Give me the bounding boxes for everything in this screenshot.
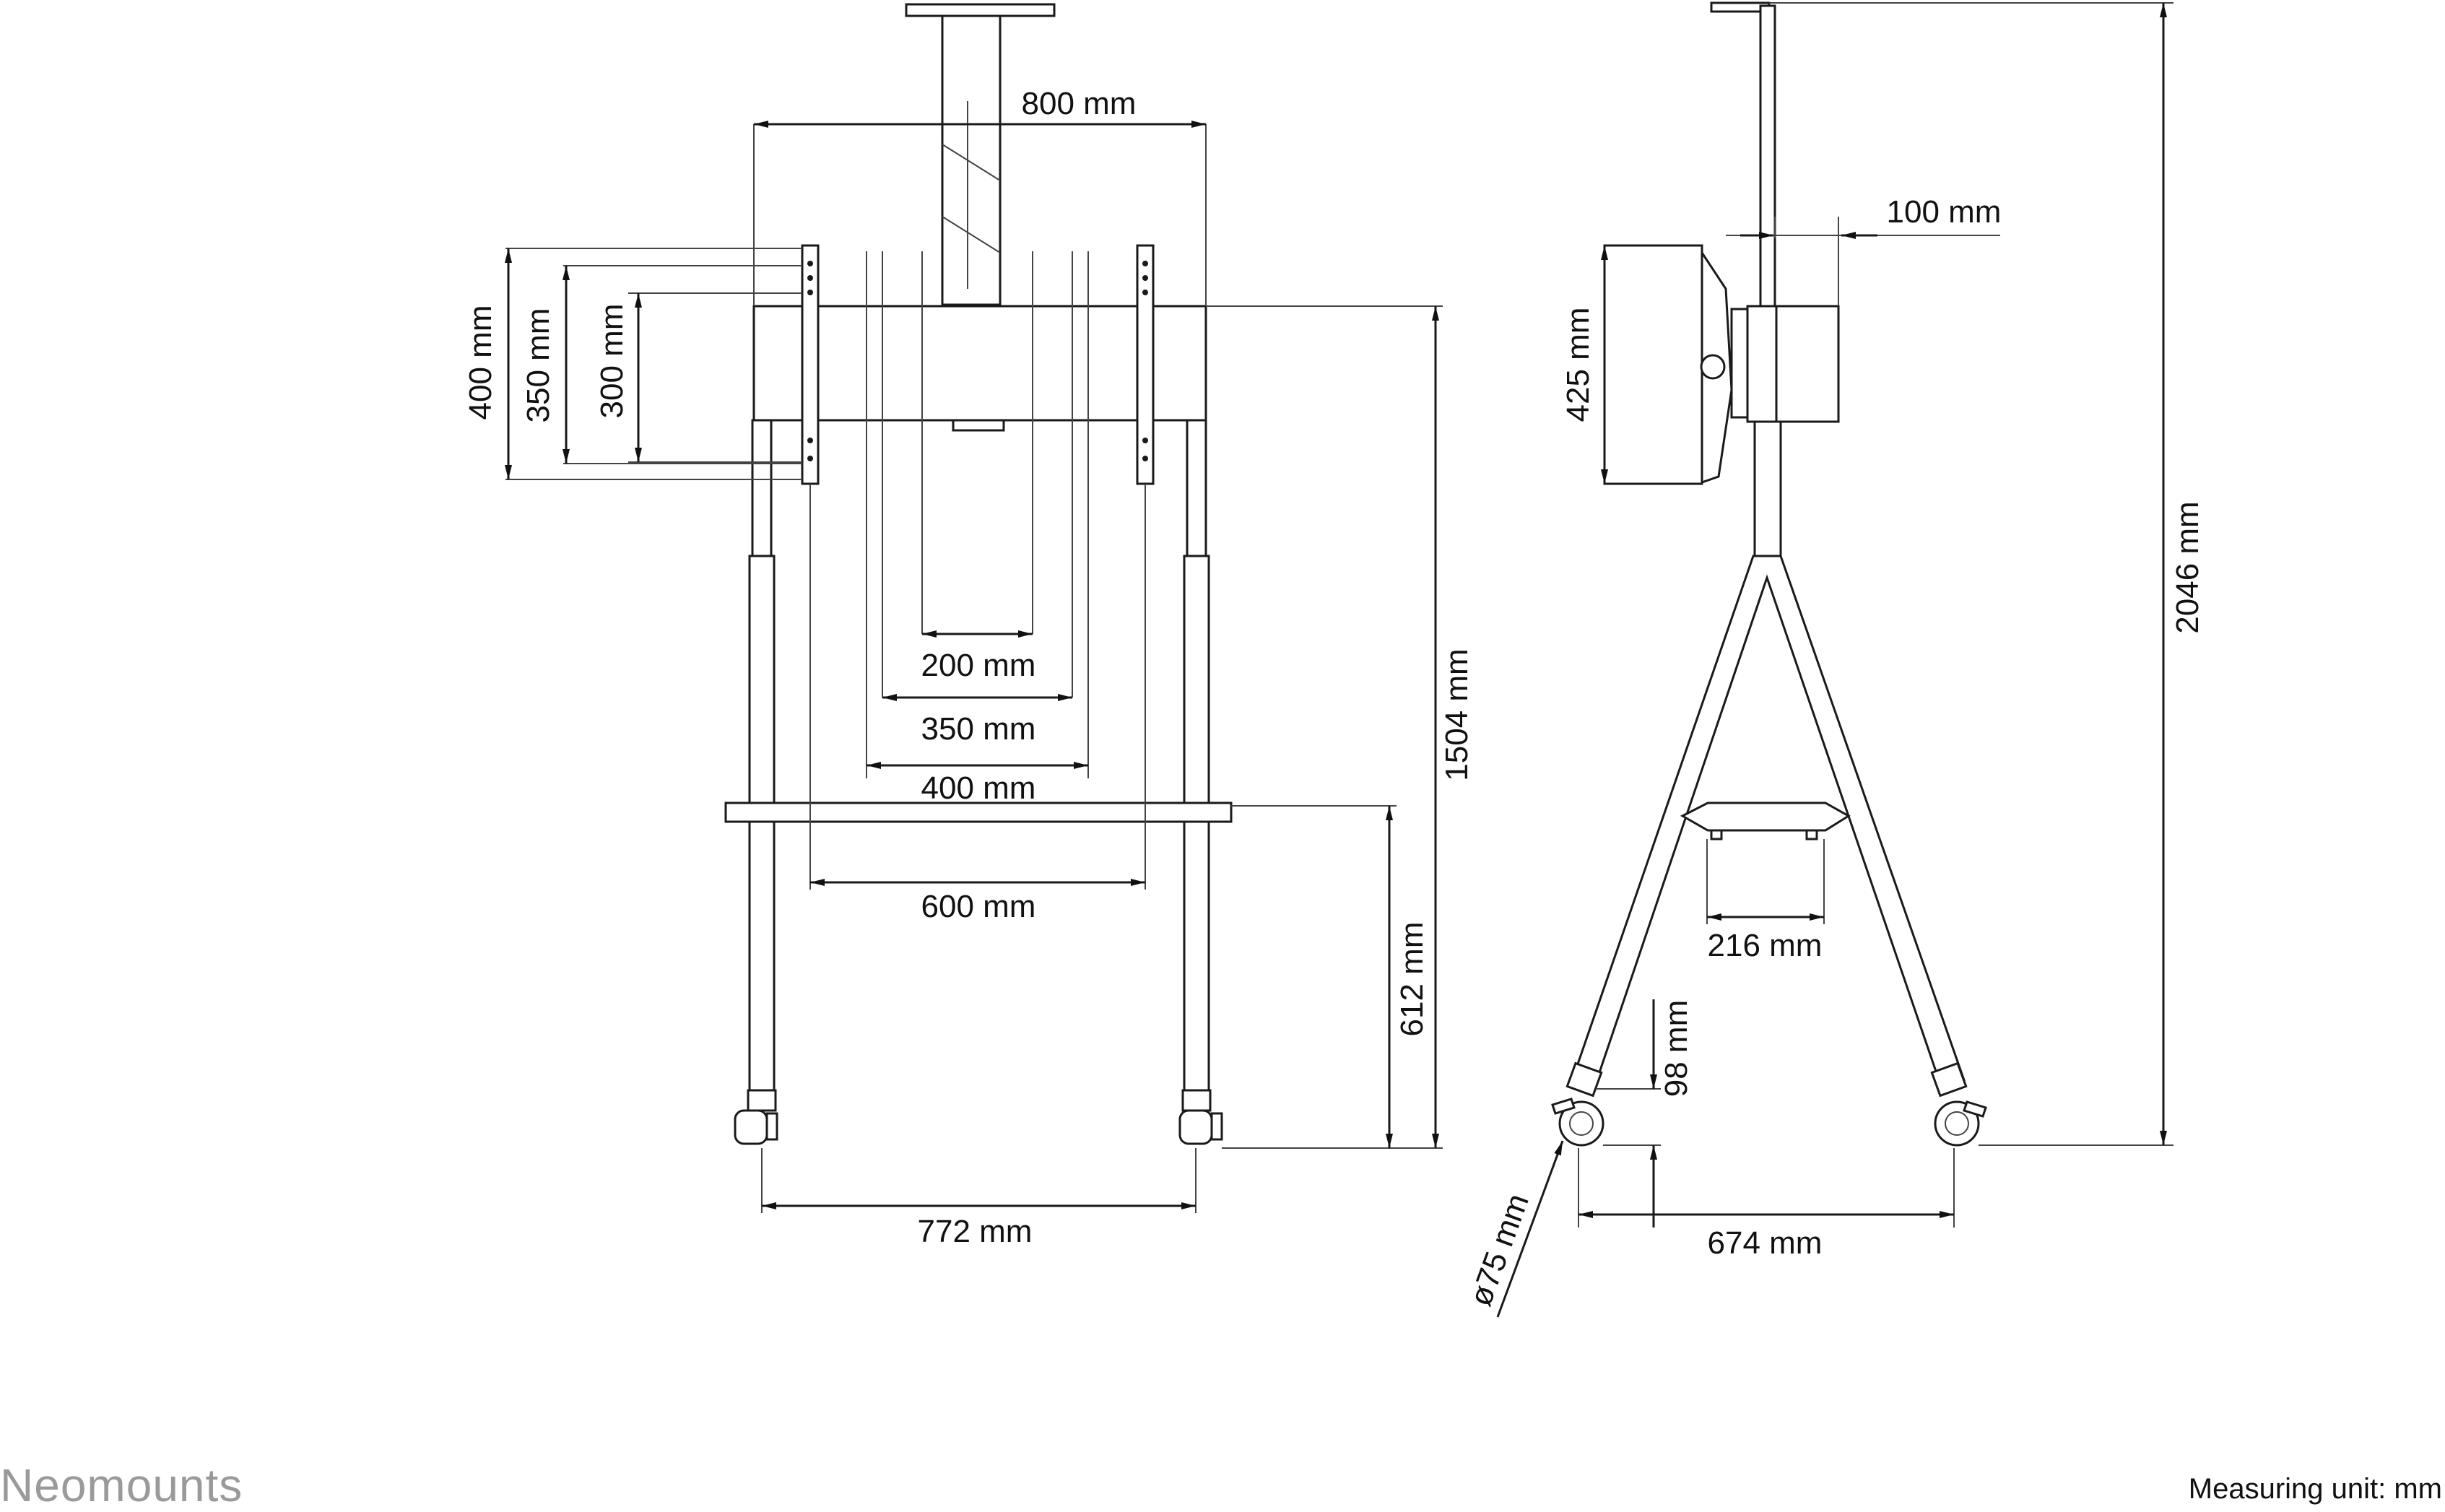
dim-vesa-w-350: 350 mm	[921, 711, 1036, 747]
dim-vesa-w-400: 400 mm	[921, 770, 1036, 806]
dim-base-772: 772 mm	[918, 1214, 1033, 1249]
dim-total-height-2046: 2046 mm	[2170, 501, 2205, 633]
side-shelf	[1680, 801, 1851, 832]
monitor-plate	[1603, 244, 1703, 485]
dim-depth-100: 100 mm	[1887, 194, 2002, 230]
measuring-unit-note: Measuring unit: mm	[2188, 1473, 2442, 1505]
dim-vesa-h-350: 350 mm	[521, 308, 556, 423]
leg-right	[1183, 555, 1210, 1092]
dim-vesa-h-400: 400 mm	[463, 305, 498, 420]
vesa-rail-left	[801, 244, 820, 485]
dim-width-800: 800 mm	[1022, 86, 1137, 121]
leg-left	[748, 555, 776, 1092]
side-wheel-right	[1934, 1100, 1987, 1147]
dim-plate-425: 425 mm	[1560, 308, 1596, 422]
leg-upper-left	[751, 419, 773, 557]
dim-shelf-216: 216 mm	[1708, 928, 1823, 963]
screen-housing	[752, 305, 1207, 422]
dim-wheel-diameter-75: ø75 mm	[1463, 1189, 1536, 1311]
side-view: 100 mm 425 mm 2046 mm 216 mm 98 mm ø75 m…	[1463, 1, 2205, 1318]
leg-upper-right	[1186, 419, 1207, 557]
dim-height-1504: 1504 mm	[1439, 648, 1475, 781]
side-housing	[1775, 305, 1840, 423]
dim-vesa-w-600: 600 mm	[921, 889, 1036, 924]
dim-vesa-h-300: 300 mm	[594, 304, 630, 419]
caster-left	[734, 1089, 778, 1145]
vesa-rail-right	[1136, 244, 1155, 485]
center-column	[941, 14, 1002, 306]
side-wheel-left	[1551, 1098, 1604, 1147]
caster-right	[1178, 1089, 1223, 1145]
dim-shelf-612: 612 mm	[1394, 922, 1430, 1037]
front-view: 800 mm 400 mm 350 mm 300 mm 200 mm 350 m…	[463, 3, 1475, 1249]
brand-logo: Neomounts	[0, 1459, 243, 1511]
column-clamp	[952, 419, 1005, 432]
dim-base-674: 674 mm	[1708, 1225, 1823, 1261]
dim-vesa-w-200: 200 mm	[921, 648, 1036, 683]
top-cap	[905, 3, 1056, 17]
dim-wheel-offset-98: 98 mm	[1659, 1000, 1694, 1097]
